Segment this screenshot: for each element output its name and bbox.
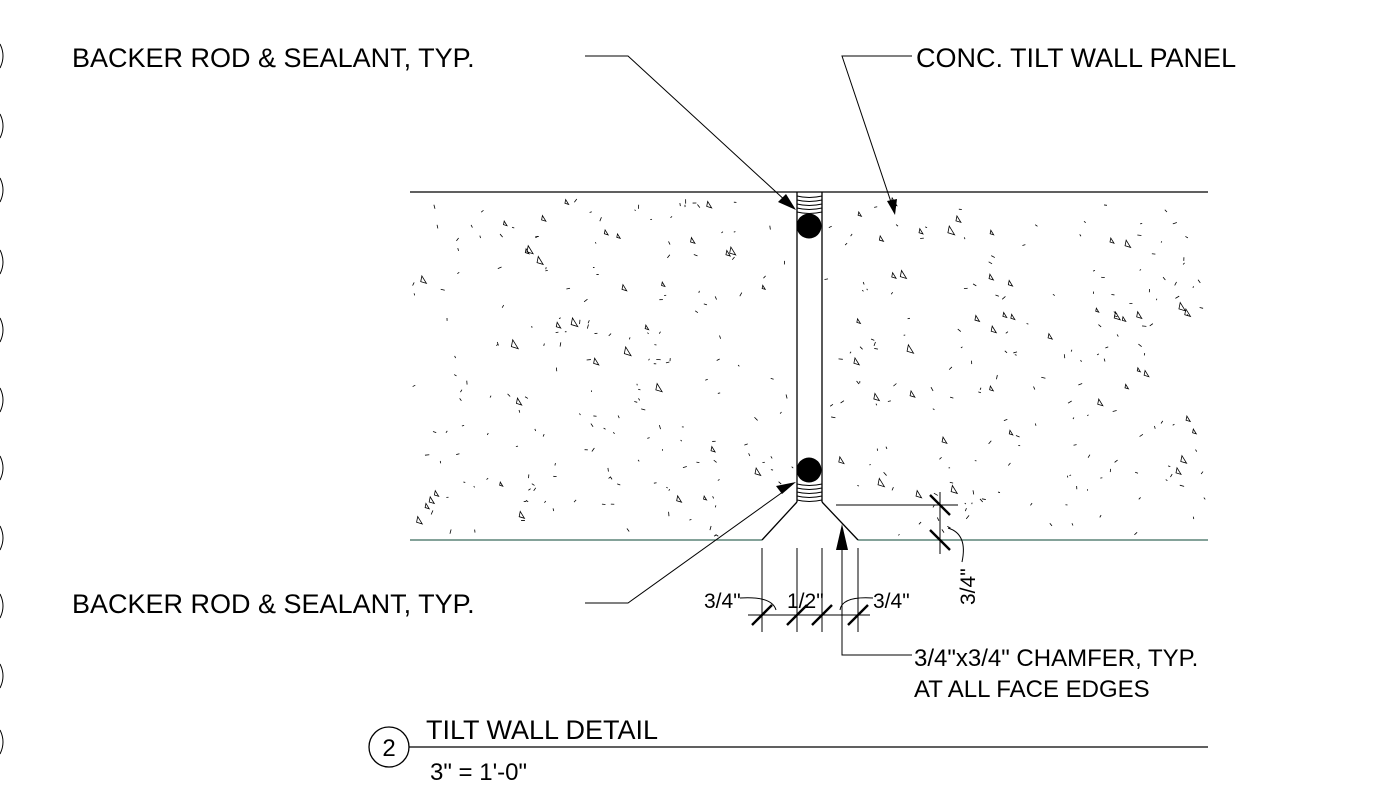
leader-bottom-left <box>585 482 796 604</box>
left-edge-marks <box>0 43 4 755</box>
top-sealant <box>796 195 823 214</box>
right-chamfer <box>821 501 859 541</box>
leader-top-left <box>585 55 796 210</box>
concrete-hatch <box>412 196 1206 537</box>
leader-top-right <box>841 55 912 215</box>
dim-chamfer-depth: 3/4" <box>957 568 980 605</box>
top-backer-rod <box>796 213 822 239</box>
callout-top-right: CONC. TILT WALL PANEL <box>916 43 1236 73</box>
dim-left-chamfer: 3/4" <box>704 590 741 613</box>
panel-joint <box>761 192 859 541</box>
bottom-sealant <box>796 483 823 502</box>
detail-number: 2 <box>382 735 395 762</box>
callout-bottom-left: BACKER ROD & SEALANT, TYP. <box>72 589 475 619</box>
left-chamfer <box>761 501 798 541</box>
callout-chamfer-line1: 3/4"x3/4" CHAMFER, TYP. <box>914 645 1198 672</box>
detail-title-block: 2 TILT WALL DETAIL 3" = 1'-0" <box>368 715 1208 786</box>
dim-right-chamfer: 3/4" <box>873 590 910 613</box>
horizontal-dimension <box>739 548 874 632</box>
callout-chamfer-line2: AT ALL FACE EDGES <box>914 676 1150 703</box>
leader-chamfer <box>836 524 912 656</box>
detail-scale: 3" = 1'-0" <box>430 759 527 786</box>
vertical-dimension <box>836 492 964 563</box>
dim-joint-width: 1/2" <box>787 590 824 613</box>
bottom-backer-rod <box>796 457 822 483</box>
detail-title: TILT WALL DETAIL <box>426 715 658 745</box>
callout-top-left: BACKER ROD & SEALANT, TYP. <box>72 43 475 73</box>
